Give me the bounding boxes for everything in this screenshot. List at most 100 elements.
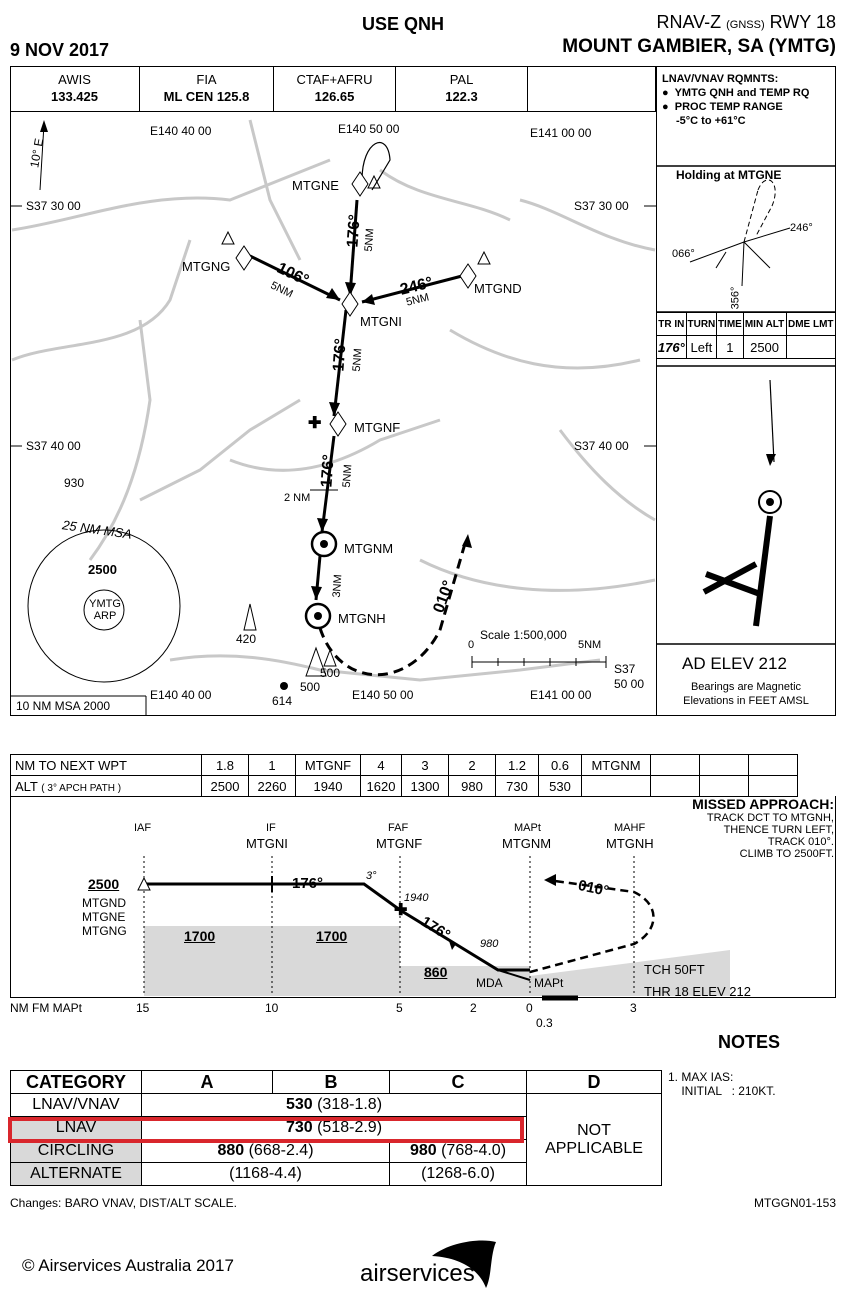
hold-value: 176°: [656, 335, 687, 359]
table-cell: 2260: [248, 775, 296, 797]
table-cell: [748, 775, 798, 797]
lnav-highlight: [8, 1117, 524, 1143]
table-cell: 3: [401, 754, 449, 776]
holding-diagram: [689, 179, 791, 287]
holding-table: TR IN TURN TIME MIN ALT DME LMT 176° Lef…: [656, 312, 837, 359]
distance-altitude-table: NM TO NEXT WPT 1.8 1 MTGNF 4 3 2 1.2 0.6…: [10, 754, 798, 797]
minima-header: A: [141, 1070, 273, 1094]
track-label: 176°: [344, 213, 364, 249]
distance-label: 5NM: [362, 227, 377, 253]
copyright: © Airservices Australia 2017: [22, 1256, 234, 1275]
waypoint-label-mtgnm: MTGNM: [344, 541, 394, 556]
table-cell: 980: [448, 775, 496, 797]
hold-bearing: 246°: [790, 222, 813, 234]
table-cell: 4: [360, 754, 402, 776]
spot-elevation: 420: [236, 632, 257, 646]
lon-label: E141 00 00: [530, 126, 592, 140]
table-cell: [650, 754, 700, 776]
track-label: 176°: [330, 337, 350, 373]
distance-label: 5NM: [350, 347, 365, 373]
minima-header: CATEGORY: [10, 1070, 142, 1094]
minima-value: (1168-4.4): [141, 1162, 390, 1186]
segment-min-alt: 1700: [316, 928, 348, 944]
chart-date: 9 NOV 2017: [10, 40, 110, 60]
table-cell: MTGNM: [581, 754, 651, 776]
lat-label: S37 40 00: [26, 439, 81, 453]
hold-header: TURN: [685, 312, 718, 336]
fix-type-faf: FAF: [388, 822, 409, 834]
requirements-title: LNAV/VNAV RQMNTS:: [662, 73, 779, 85]
lon-label: E140 40 00: [150, 688, 212, 702]
minima-row-label: LNAV/VNAV: [10, 1093, 142, 1117]
waypoint-label-mtgne: MTGNE: [292, 178, 339, 193]
hold-value: [785, 335, 837, 359]
fix-name-mtgni: MTGNI: [246, 836, 288, 851]
airport-name: MOUNT GAMBIER, SA (YMTG): [562, 36, 836, 57]
minima-row-label: CIRCLING: [10, 1139, 142, 1163]
changes-note: Changes: BARO VNAV, DIST/ALT SCALE.: [10, 1196, 237, 1210]
minima-value: (1268-6.0): [389, 1162, 527, 1186]
spot-elevation: 614: [272, 694, 293, 708]
hold-value: Left: [685, 335, 718, 359]
waypoint-symbols: [235, 171, 477, 437]
minima-header: B: [272, 1070, 390, 1094]
distance-label: 3NM: [330, 573, 345, 599]
msa-altitude: 2500: [88, 562, 117, 577]
fix-name-mtgnh: MTGNH: [606, 836, 654, 851]
threshold-label: THR 18 ELEV 212: [644, 984, 751, 999]
hold-bearing: 356°: [729, 286, 742, 310]
scale-bar: [471, 656, 607, 668]
arp-label: YMTG ARP: [89, 598, 121, 622]
plan-view-frame: [10, 66, 836, 716]
spot-elevation: 500: [320, 666, 341, 680]
distance-label: 2 NM: [284, 492, 311, 504]
scale-five: 5NM: [578, 639, 602, 651]
axis-label: NM FM MAPt: [10, 1001, 82, 1015]
requirement-item: ● PROC TEMP RANGE: [662, 101, 783, 113]
axis-tick: 0: [526, 1001, 533, 1015]
axis-tick: 15: [136, 1001, 150, 1015]
table-cell: 1: [248, 754, 296, 776]
spot-elevation: 930: [64, 476, 85, 490]
table-cell: [699, 775, 749, 797]
table-cell: 1620: [360, 775, 402, 797]
faf-altitude: 1940: [404, 892, 429, 904]
minima-value: 980 (768-4.0): [389, 1139, 527, 1163]
waypoint-label-mtgni: MTGNI: [360, 314, 402, 329]
lnav-vnav-requirements: LNAV/VNAV RQMNTS: ● YMTG QNH and TEMP RQ…: [662, 72, 809, 128]
tch-label: TCH 50FT: [644, 962, 705, 977]
fix-type-mapt: MAPt: [514, 822, 541, 834]
segment-min-alt: 1700: [184, 928, 216, 944]
msa-circle: [27, 529, 181, 683]
side-panel: [656, 66, 836, 716]
notes-title: NOTES: [718, 1032, 781, 1052]
hold-value: 1: [716, 335, 744, 359]
track-label: 176°: [318, 453, 338, 489]
mapt-label: MAPt: [534, 976, 564, 990]
map-background: [11, 119, 656, 682]
aerodrome-elevation: AD ELEV 212: [682, 654, 787, 673]
table-cell: [748, 754, 798, 776]
waypoint-label-mtgng: MTGNG: [182, 259, 231, 274]
lat-label: S37 40 00: [574, 439, 629, 453]
axis-tick: 10: [265, 1001, 279, 1015]
msa-10nm-label: 10 NM MSA 2000: [16, 699, 111, 713]
lon-label: E140 50 00: [352, 688, 414, 702]
table-cell: 0.6: [538, 754, 582, 776]
fix-type-iaf: IAF: [134, 822, 152, 834]
table-cell: 1940: [295, 775, 361, 797]
table-cell: MTGNF: [295, 754, 361, 776]
spot-elevation: 500: [300, 680, 321, 694]
minima-row-label: ALTERNATE: [10, 1162, 142, 1186]
profile-frame: [10, 796, 836, 998]
hold-header: TIME: [716, 312, 744, 336]
fix-type-if: IF: [266, 822, 276, 834]
descent-angle: 3°: [366, 870, 377, 882]
minima-header: D: [526, 1070, 662, 1094]
table-cell: 2: [448, 754, 496, 776]
missed-approach: MISSED APPROACH: TRACK DCT TO MTGNH, THE…: [692, 796, 834, 860]
